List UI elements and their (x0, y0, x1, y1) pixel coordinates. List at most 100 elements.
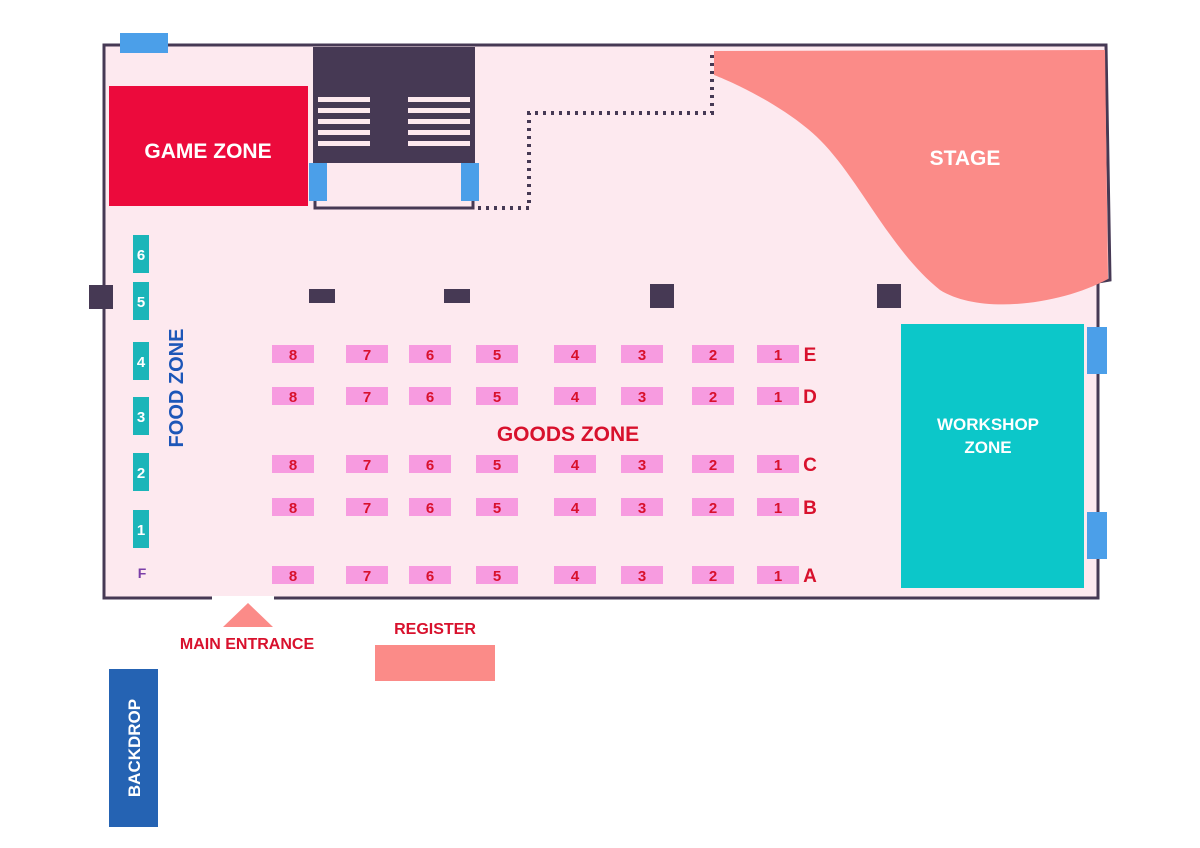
booth-A7[interactable]: 7 (346, 566, 388, 585)
booth-box (476, 566, 518, 584)
booth-box (621, 455, 663, 473)
food-booth-box (133, 453, 149, 491)
booth-E5[interactable]: 5 (476, 345, 518, 364)
booth-number: 8 (289, 500, 297, 517)
pillar (309, 289, 335, 303)
register-desk[interactable] (375, 645, 495, 681)
booth-B6[interactable]: 6 (409, 498, 451, 517)
booth-D6[interactable]: 6 (409, 387, 451, 406)
booth-D2[interactable]: 2 (692, 387, 734, 406)
booth-box (409, 566, 451, 584)
booth-D4[interactable]: 4 (554, 387, 596, 406)
booth-box (409, 455, 451, 473)
booth-number: 3 (638, 500, 646, 517)
booth-A1[interactable]: 1 (757, 566, 799, 585)
door-right-upper (1087, 327, 1107, 374)
booth-C7[interactable]: 7 (346, 455, 388, 474)
booth-box (346, 455, 388, 473)
booth-E1[interactable]: 1 (757, 345, 799, 364)
booth-box (272, 345, 314, 363)
booth-number: 1 (774, 568, 782, 585)
row-label-E: E (804, 345, 817, 366)
booth-E6[interactable]: 6 (409, 345, 451, 364)
booth-box (272, 566, 314, 584)
booth-D3[interactable]: 3 (621, 387, 663, 406)
booth-B1[interactable]: 1 (757, 498, 799, 517)
booth-box (476, 455, 518, 473)
booth-number: 6 (426, 347, 434, 364)
food-booth-1[interactable]: 1 (133, 510, 149, 548)
booth-C8[interactable]: 8 (272, 455, 314, 474)
booth-B4[interactable]: 4 (554, 498, 596, 517)
booth-number: 2 (709, 500, 717, 517)
booth-E8[interactable]: 8 (272, 345, 314, 364)
booth-number: 5 (493, 457, 501, 474)
booth-number: 1 (774, 500, 782, 517)
food-booth-5[interactable]: 5 (133, 282, 149, 320)
booth-box (272, 387, 314, 405)
booth-D8[interactable]: 8 (272, 387, 314, 406)
booth-C3[interactable]: 3 (621, 455, 663, 474)
food-booth-3[interactable]: 3 (133, 397, 149, 435)
booth-number: 7 (363, 568, 371, 585)
booth-B3[interactable]: 3 (621, 498, 663, 517)
pillar (650, 284, 674, 308)
row-label-C: C (803, 455, 817, 476)
booth-number: 6 (426, 389, 434, 406)
booth-A2[interactable]: 2 (692, 566, 734, 585)
entrance-gap (212, 596, 274, 601)
booth-number: 3 (638, 389, 646, 406)
booth-number: 7 (363, 347, 371, 364)
booth-E3[interactable]: 3 (621, 345, 663, 364)
backdrop (109, 669, 158, 827)
booth-number: 4 (571, 389, 580, 406)
booth-box (757, 498, 799, 516)
booth-B5[interactable]: 5 (476, 498, 518, 517)
booth-C2[interactable]: 2 (692, 455, 734, 474)
booth-box (476, 345, 518, 363)
booth-number: 6 (426, 457, 434, 474)
food-booth-2[interactable]: 2 (133, 453, 149, 491)
booth-box (554, 498, 596, 516)
booth-B7[interactable]: 7 (346, 498, 388, 517)
row-label-A: A (803, 566, 817, 587)
booth-A3[interactable]: 3 (621, 566, 663, 585)
booth-box (692, 345, 734, 363)
booth-number: 5 (493, 347, 501, 364)
food-booth-box (133, 282, 149, 320)
booth-B2[interactable]: 2 (692, 498, 734, 517)
stage (714, 50, 1108, 305)
food-booth-6[interactable]: 6 (133, 235, 149, 273)
booth-A8[interactable]: 8 (272, 566, 314, 585)
booth-box (621, 498, 663, 516)
booth-number: 4 (571, 568, 580, 585)
booth-D1[interactable]: 1 (757, 387, 799, 406)
booth-D7[interactable]: 7 (346, 387, 388, 406)
booth-D5[interactable]: 5 (476, 387, 518, 406)
booth-C5[interactable]: 5 (476, 455, 518, 474)
booth-B8[interactable]: 8 (272, 498, 314, 517)
booth-E2[interactable]: 2 (692, 345, 734, 364)
booth-E4[interactable]: 4 (554, 345, 596, 364)
booth-number: 1 (774, 347, 782, 364)
booth-number: 6 (426, 568, 434, 585)
booth-C4[interactable]: 4 (554, 455, 596, 474)
booth-number: 8 (289, 457, 297, 474)
booth-E7[interactable]: 7 (346, 345, 388, 364)
stage-label: STAGE (930, 147, 1001, 170)
booth-C6[interactable]: 6 (409, 455, 451, 474)
booth-C1[interactable]: 1 (757, 455, 799, 474)
booth-box (476, 387, 518, 405)
food-booth-4[interactable]: 4 (133, 342, 149, 380)
main-entrance-marker[interactable] (223, 603, 273, 627)
food-booth-number: 5 (137, 294, 145, 311)
booth-A4[interactable]: 4 (554, 566, 596, 585)
booth-A6[interactable]: 6 (409, 566, 451, 585)
pillars (89, 284, 901, 309)
door-stair-right (461, 163, 479, 201)
booth-A5[interactable]: 5 (476, 566, 518, 585)
food-zone-label: FOOD ZONE (166, 329, 188, 448)
booth-number: 2 (709, 389, 717, 406)
